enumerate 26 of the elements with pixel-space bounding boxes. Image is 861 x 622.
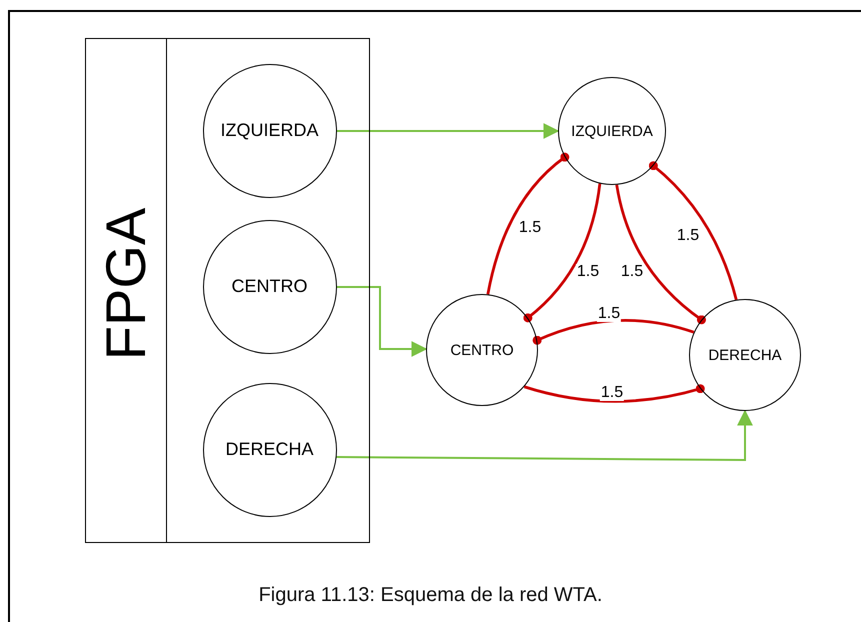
neuron-circle [426, 294, 538, 406]
neuron-label: IZQUIERDA [220, 120, 318, 141]
weight-label: 1.5 [596, 306, 622, 322]
neuron-circle [202, 64, 336, 198]
input-arrow [337, 123, 560, 139]
inhibitory-connection [486, 152, 570, 295]
neuron-label: DERECHA [708, 346, 782, 364]
neuron-label: DERECHA [225, 439, 314, 460]
input-arrow [336, 410, 753, 461]
neuron-circle [689, 299, 801, 411]
fpga-label: FPGA [98, 207, 154, 360]
inhibitory-connection [532, 319, 694, 345]
neuron-circle [202, 220, 336, 354]
input-arrow [337, 286, 428, 358]
neuron-label: CENTRO [450, 342, 514, 358]
inhibitory-connection [648, 161, 738, 300]
inhibitory-connection [523, 183, 602, 322]
neuron-circle [202, 382, 336, 516]
fpga-panel [85, 38, 370, 543]
neuron-label: CENTRO [232, 276, 308, 297]
weight-label: 1.5 [600, 385, 624, 401]
inhibitory-connection [615, 184, 706, 324]
figure-caption: Figura 11.13: Esquema de la red WTA. [258, 584, 602, 606]
inhibitory-connection [524, 384, 705, 403]
neuron-circle [558, 77, 666, 185]
neuron-label: IZQUIERDA [571, 122, 653, 140]
